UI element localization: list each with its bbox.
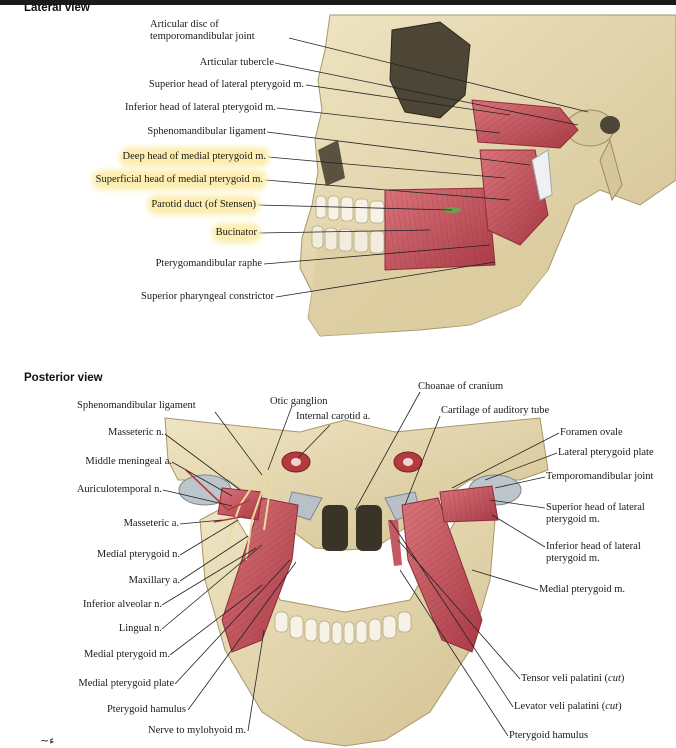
posterior-view-title: Posterior view (24, 372, 103, 384)
posterior-leader-lines (161, 391, 560, 737)
label-inferior-head-lateral-pterygoid: Inferior head of lateral pterygoid m. (124, 102, 276, 113)
label-sphenomandibular-ligament-post: Sphenomandibular ligament (77, 400, 196, 411)
lateral-leader-lines (257, 37, 589, 298)
label-pterygomandibular-raphe: Pterygomandibular raphe (155, 258, 262, 269)
label-masseteric-a: Masseteric a. (123, 518, 179, 529)
label-nerve-to-mylohyoid: Nerve to mylohyoid m. (148, 725, 246, 736)
label-middle-meningeal: Middle meningeal a. (85, 456, 172, 467)
signature-mark: ~ء (40, 734, 54, 747)
lateral-view-title: Lateral view (24, 2, 90, 14)
label-superficial-head-medial-pterygoid: Superficial head of medial pterygoid m. (95, 174, 263, 186)
label-pterygoid-hamulus-right: Pterygoid hamulus (509, 730, 589, 741)
label-maxillary-a: Maxillary a. (128, 575, 180, 586)
label-lateral-pterygoid-plate: Lateral pterygoid plate (558, 447, 654, 458)
label-medial-pterygoid-plate: Medial pterygoid plate (78, 678, 174, 689)
label-superior-head-lateral-pterygoid: Superior head of lateral pterygoid m. (148, 79, 304, 90)
label-inferior-head-lateral-pterygoid-post: Inferior head of lateral pterygoid m. (546, 541, 641, 564)
posterior-skull (164, 417, 549, 747)
label-deep-head-medial-pterygoid: Deep head of medial pterygoid m. (122, 151, 266, 163)
label-levator-veli-palatini: Levator veli palatini (cut) (514, 701, 622, 712)
label-superior-pharyngeal-constrictor: Superior pharyngeal constrictor (141, 291, 274, 302)
label-auriculotemporal: Auriculotemporal n. (76, 484, 162, 495)
label-medial-pterygoid-n: Medial pterygoid n. (96, 549, 180, 560)
label-superior-head-lateral-pterygoid-post: Superior head of lateral pterygoid m. (546, 502, 645, 525)
label-sphenomandibular-ligament: Sphenomandibular ligament (147, 126, 266, 137)
label-internal-carotid: Internal carotid a. (296, 411, 371, 422)
label-parotid-duct: Parotid duct (of Stensen) (151, 199, 256, 211)
top-bar (0, 0, 676, 5)
label-lingual-n: Lingual n. (118, 623, 162, 634)
label-pterygoid-hamulus-left: Pterygoid hamulus (106, 704, 186, 715)
label-cartilage-auditory-tube: Cartilage of auditory tube (441, 405, 550, 416)
label-medial-pterygoid-m-right: Medial pterygoid m. (539, 584, 626, 595)
label-inferior-alveolar: Inferior alveolar n. (82, 599, 162, 610)
label-bucinator: Bucinator (215, 227, 257, 239)
label-tensor-veli-palatini: Tensor veli palatini (cut) (521, 673, 625, 684)
label-temporomandibular-joint: Temporomandibular joint (546, 471, 654, 482)
lateral-skull (299, 14, 676, 337)
label-medial-pterygoid-m-left: Medial pterygoid m. (83, 649, 170, 660)
label-foramen-ovale: Foramen ovale (560, 427, 623, 438)
label-otic-ganglion: Otic ganglion (270, 396, 328, 407)
label-articular-disc: Articular disc of temporomandibular join… (150, 19, 255, 42)
label-masseteric-n: Masseteric n. (108, 427, 164, 438)
label-articular-tubercle: Articular tubercle (199, 57, 274, 68)
label-choanae: Choanae of cranium (418, 381, 504, 392)
